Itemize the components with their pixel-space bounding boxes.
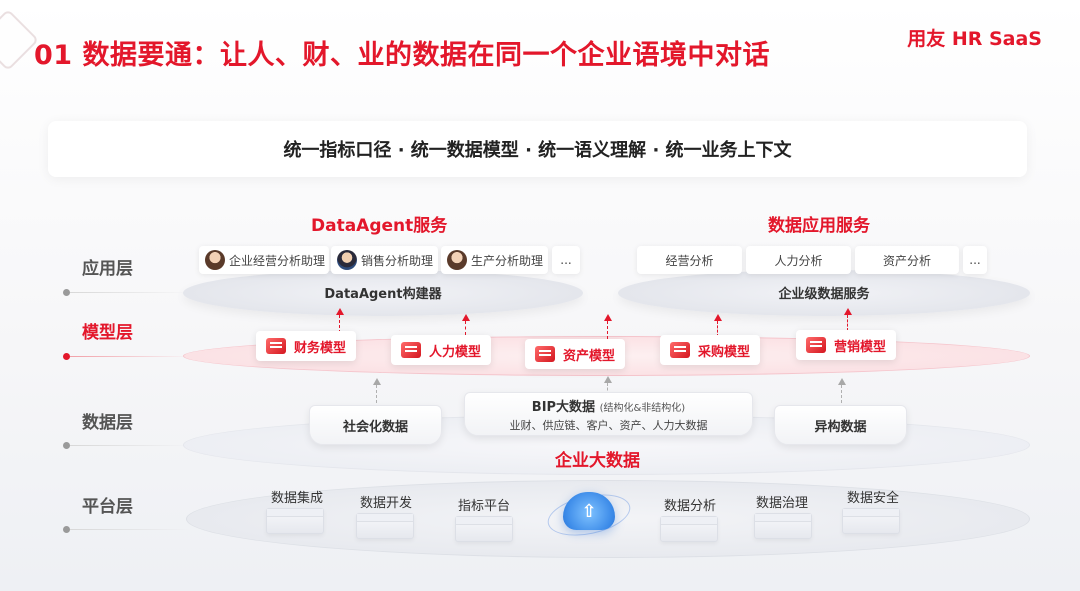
model-label: 营销模型 [834,339,887,355]
arrow-up-icon [604,314,612,321]
layer-line-model [70,356,190,357]
assistant-chip-sales[interactable]: 销售分析助理 [331,246,438,274]
social-data-label: 社会化数据 [342,419,408,435]
more-label: ... [969,253,981,267]
avatar-icon [337,250,357,270]
cloud-upload-icon: ⇧ [563,492,615,530]
model-cube-icon [806,337,826,353]
more-label: ... [560,253,572,267]
platform-item-label: 数据分析 [663,499,716,514]
dataagent-builder-platform: DataAgent构建器 [183,270,583,316]
hr-model-card[interactable]: 人力模型 [391,335,492,365]
layer-line-platform [70,529,190,530]
arrow-up-icon [838,378,846,385]
marketing-model-card[interactable]: 营销模型 [796,330,897,360]
layer-line-data [70,445,190,446]
layer-dot-model [63,353,70,360]
assistant-label: 销售分析助理 [361,253,434,268]
arrow-up-icon [714,314,722,321]
platform-item-security[interactable] [842,508,900,534]
bip-data-note: (结构化&非结构化) [599,402,686,414]
data-app-section-title: 数据应用服务 [768,216,870,236]
layer-label-platform: 平台层 [82,497,133,517]
arrow-line [841,385,842,403]
platform-item-governance[interactable] [754,513,812,539]
analysis-chip-business[interactable]: 经营分析 [637,246,742,274]
enterprise-data-service-label: 企业级数据服务 [778,287,870,302]
arrow-line [847,315,848,331]
model-cube-icon [535,346,555,362]
analysis-chip-hr[interactable]: 人力分析 [746,246,851,274]
arrow-line [607,321,608,339]
assistant-label: 生产分析助理 [471,253,544,268]
bip-data-box[interactable]: BIP大数据 (结构化&非结构化) 业财、供应链、客户、资产、人力大数据 [464,392,753,436]
platform-item-integration[interactable] [266,508,324,534]
platform-item-label: 数据治理 [755,496,808,511]
bip-data-label: BIP大数据 [531,399,596,415]
bip-data-title: BIP大数据 (结构化&非结构化) [532,396,685,415]
platform-item-label: 数据安全 [846,491,899,506]
heterogeneous-data-box[interactable]: 异构数据 [774,405,907,445]
assistant-chip-more[interactable]: ... [552,246,580,274]
arrow-up-icon [844,308,852,315]
platform-item-development[interactable] [356,513,414,539]
arrow-up-icon [336,308,344,315]
assistant-chip-production[interactable]: 生产分析助理 [441,246,548,274]
enterprise-big-data-label: 企业大数据 [555,451,640,471]
layer-label-app: 应用层 [82,259,133,279]
analysis-chip-more[interactable]: ... [963,246,987,274]
arrow-line [465,321,466,335]
model-label: 采购模型 [698,344,751,360]
principles-banner: 统一指标口径 · 统一数据模型 · 统一语义理解 · 统一业务上下文 [48,121,1027,177]
analysis-chip-asset[interactable]: 资产分析 [855,246,959,274]
arrow-line [339,315,340,333]
finance-model-card[interactable]: 财务模型 [256,331,357,361]
asset-model-card[interactable]: 资产模型 [525,339,626,369]
analysis-label: 资产分析 [882,253,931,268]
platform-item-label: 数据开发 [359,496,412,511]
bip-data-subtitle: 业财、供应链、客户、资产、人力大数据 [509,418,708,432]
platform-item-metrics[interactable] [455,516,513,542]
social-data-box[interactable]: 社会化数据 [309,405,442,445]
model-cube-icon [401,342,421,358]
layer-label-model: 模型层 [82,323,133,343]
model-cube-icon [266,338,286,354]
layer-dot-app [63,289,70,296]
model-label: 资产模型 [563,348,616,364]
assistant-label: 企业经营分析助理 [229,253,326,268]
analysis-label: 经营分析 [665,253,714,268]
avatar-icon [447,250,467,270]
platform-item-label: 数据集成 [270,491,323,506]
procurement-model-card[interactable]: 采购模型 [660,335,761,365]
layer-line-app [70,292,190,293]
arrow-line [376,385,377,403]
layer-label-data: 数据层 [82,413,133,433]
platform-item-label: 指标平台 [457,499,510,514]
model-label: 财务模型 [294,340,347,356]
analysis-label: 人力分析 [774,253,823,268]
platform-item-analysis[interactable] [660,516,718,542]
layer-dot-data [63,442,70,449]
arrow-up-icon [604,376,612,383]
brand-logo: 用友 HR SaaS [907,28,1042,50]
page-title: 01 数据要通：让人、财、业的数据在同一个企业语境中对话 [34,40,770,71]
arrow-line [717,321,718,337]
dataagent-builder-label: DataAgent构建器 [324,287,442,302]
assistant-chip-business[interactable]: 企业经营分析助理 [199,246,329,274]
model-label: 人力模型 [429,344,482,360]
layer-dot-platform [63,526,70,533]
avatar-icon [205,250,225,270]
model-cube-icon [670,342,690,358]
dataagent-section-title: DataAgent服务 [311,216,448,236]
enterprise-data-service-platform: 企业级数据服务 [618,270,1030,316]
arrow-line [607,383,608,395]
arrow-up-icon [373,378,381,385]
heterogeneous-data-label: 异构数据 [814,419,867,435]
arrow-up-icon [462,314,470,321]
